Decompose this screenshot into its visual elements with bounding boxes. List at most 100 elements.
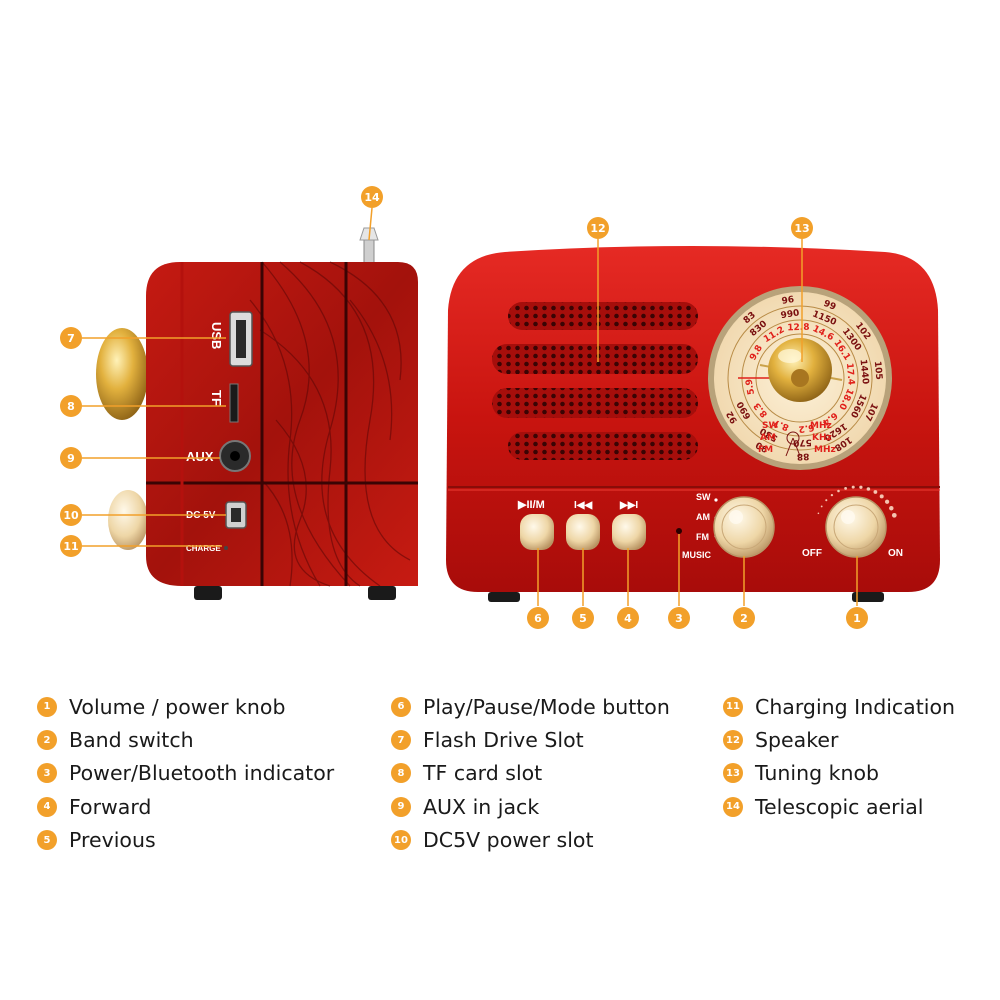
legend-number-badge: 14 xyxy=(723,796,743,817)
svg-text:12: 12 xyxy=(590,222,605,235)
svg-text:8: 8 xyxy=(67,400,75,413)
callout-10: 10 xyxy=(60,504,82,526)
legend-number-badge: 12 xyxy=(723,730,743,751)
band-label-fm: FM xyxy=(696,532,709,542)
dial-number: 99 xyxy=(822,299,837,313)
side-view: USB TF AUX DC 5V CHARGE xyxy=(96,227,418,600)
volume-scale-dot xyxy=(873,490,878,494)
legend-label: DC5V power slot xyxy=(423,828,594,853)
callout-6: 6 xyxy=(527,607,549,629)
dial-band-am: AM xyxy=(760,433,776,443)
dial-number: 12.8 xyxy=(787,323,810,334)
svg-text:5: 5 xyxy=(579,612,587,625)
legend-label: Flash Drive Slot xyxy=(423,728,584,753)
side-volume-knob xyxy=(108,490,148,550)
legend-label: Forward xyxy=(69,794,152,819)
legend-label: Speaker xyxy=(755,728,839,753)
charge-led xyxy=(224,546,228,550)
legend-number-badge: 10 xyxy=(391,830,411,851)
dial-number: 990 xyxy=(780,308,800,321)
dial-number: 1440 xyxy=(858,359,870,385)
volume-scale-dot xyxy=(879,494,884,499)
legend-number-badge: 13 xyxy=(723,763,743,784)
callout-3: 3 xyxy=(668,607,690,629)
callout-4: 4 xyxy=(617,607,639,629)
svg-text:6: 6 xyxy=(534,612,542,625)
callout-lines xyxy=(82,207,858,606)
usb-label: USB xyxy=(209,322,224,349)
speaker-grill xyxy=(492,302,698,460)
svg-text:7: 7 xyxy=(67,332,75,345)
tf-slot[interactable] xyxy=(229,383,239,423)
band-label-sw: SW xyxy=(696,492,711,502)
callout-13: 13 xyxy=(791,217,813,239)
legend-item: 4 Forward xyxy=(37,790,334,823)
legend-label: Tuning knob xyxy=(755,761,880,786)
callout-1: 1 xyxy=(846,607,868,629)
dial-number: 96 xyxy=(781,295,795,307)
legend-item: 12 Speaker xyxy=(723,723,955,756)
legend-label: Band switch xyxy=(69,728,194,753)
legend-number-badge: 7 xyxy=(391,730,411,751)
power-bluetooth-indicator xyxy=(676,528,682,534)
radio-illustration: USB TF AUX DC 5V CHARGE xyxy=(60,186,940,629)
play-pause-mode-button[interactable] xyxy=(520,514,554,550)
volume-power-knob[interactable] xyxy=(825,496,887,558)
dial-number: 88 xyxy=(797,451,810,461)
on-label: ON xyxy=(888,548,903,559)
forward-button[interactable] xyxy=(612,514,646,550)
legend-number-badge: 8 xyxy=(391,763,411,784)
volume-scale-dots xyxy=(817,485,897,518)
legend-number-badge: 4 xyxy=(37,796,57,817)
legend-label: Telescopic aerial xyxy=(755,794,924,819)
legend-number-badge: 1 xyxy=(37,696,57,717)
callout-badges: 14 7 8 9 10 11 12 13 6 5 4 3 2 1 xyxy=(60,186,868,629)
callout-8: 8 xyxy=(60,395,82,417)
legend-number-badge: 6 xyxy=(391,696,411,717)
legend-label: Power/Bluetooth indicator xyxy=(69,761,335,786)
callout-5: 5 xyxy=(572,607,594,629)
dial-number: 6.2 xyxy=(798,422,815,434)
svg-text:9: 9 xyxy=(67,452,75,465)
volume-scale-dot xyxy=(830,493,834,497)
band-label-am: AM xyxy=(696,512,710,522)
legend-item: 6 Play/Pause/Mode button xyxy=(391,690,670,723)
side-tuning-knob xyxy=(96,328,148,420)
svg-text:13: 13 xyxy=(794,222,809,235)
legend-label: Charging Indication xyxy=(755,694,956,719)
svg-text:14: 14 xyxy=(364,191,380,204)
volume-scale-dot xyxy=(825,499,828,502)
callout-14: 14 xyxy=(361,186,383,208)
volume-scale-dot xyxy=(820,505,823,508)
svg-text:1: 1 xyxy=(853,612,861,625)
svg-text:4: 4 xyxy=(624,612,632,625)
dial-unit-3: MHz xyxy=(814,445,836,455)
dial-unit-1: MHz xyxy=(810,421,832,431)
legend-label: Play/Pause/Mode button xyxy=(423,694,670,719)
previous-button[interactable] xyxy=(566,514,600,550)
volume-scale-dot xyxy=(859,485,863,489)
volume-scale-dot xyxy=(884,499,890,504)
legend-number-badge: 9 xyxy=(391,796,411,817)
previous-label: I◀◀ xyxy=(574,500,592,511)
volume-scale-dot xyxy=(851,485,855,489)
volume-scale-dot xyxy=(844,487,847,490)
legend-label: AUX in jack xyxy=(423,794,540,819)
legend-label: TF card slot xyxy=(423,761,543,786)
legend-item: 14 Telescopic aerial xyxy=(723,790,955,823)
legend-label: Volume / power knob xyxy=(69,694,286,719)
dial-number: 5.9 xyxy=(744,378,757,395)
dial-band-sw: SW xyxy=(762,421,778,431)
dial-number: 105 xyxy=(872,361,884,381)
callout-9: 9 xyxy=(60,447,82,469)
volume-scale-dot xyxy=(889,505,894,511)
band-switch-knob[interactable] xyxy=(713,496,775,558)
legend-item: 10 DC5V power slot xyxy=(391,824,670,857)
volume-scale-dot xyxy=(837,489,840,493)
